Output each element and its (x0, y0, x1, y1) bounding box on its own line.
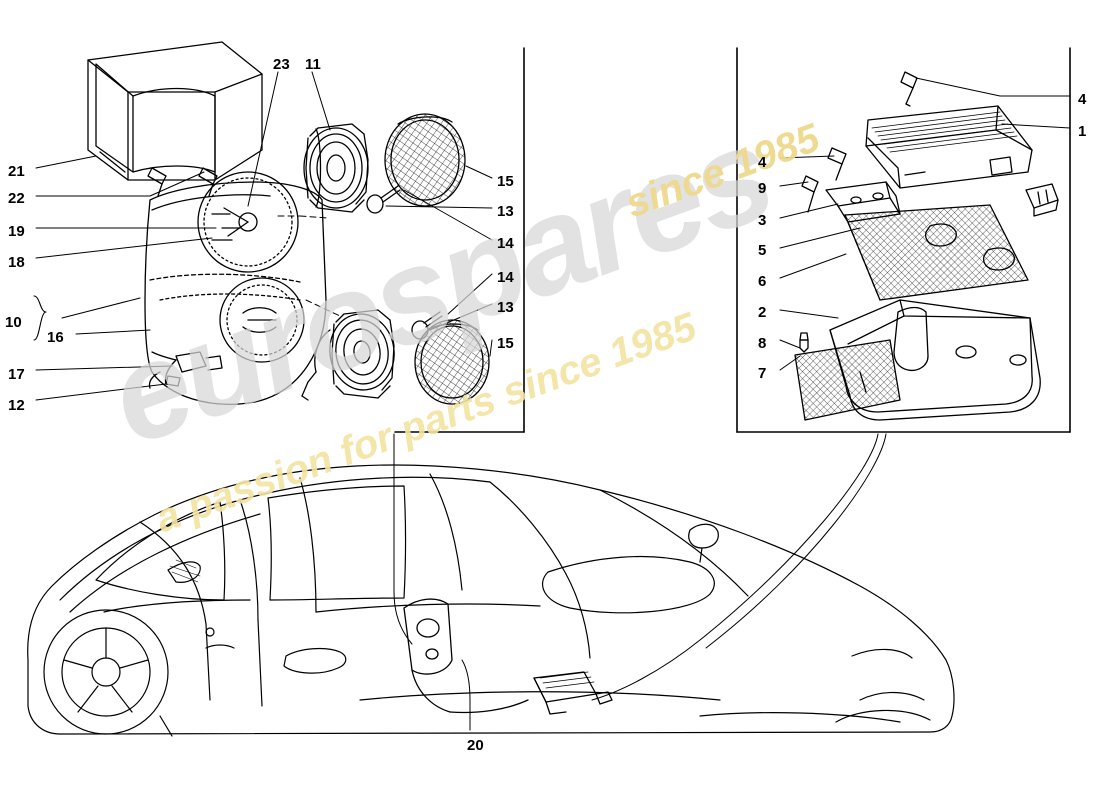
leader-lines-vehicle (393, 433, 887, 731)
callout-19: 19 (8, 223, 25, 240)
installed-speaker-lower (403, 598, 529, 714)
callout-8: 8 (758, 335, 767, 352)
callout-14-upper: 14 (497, 235, 514, 252)
installed-amplifier-lower (533, 671, 613, 715)
part-7-fastener (799, 332, 809, 353)
panel-dividers (394, 47, 1071, 433)
part-13-14-screws-upper (366, 185, 401, 214)
part-13-14-screws-lower (411, 311, 443, 340)
part-11-speaker-upper (303, 123, 369, 213)
callout-10: 10 (5, 314, 22, 331)
callout-5: 5 (758, 242, 767, 259)
speaker-lower (301, 309, 395, 401)
callout-11: 11 (305, 56, 321, 73)
vehicle-side-view (27, 464, 955, 737)
callout-4-left: 4 (758, 154, 767, 171)
dashboard-trim-assembly (144, 171, 327, 405)
callout-22: 22 (8, 190, 25, 207)
callout-1: 1 (1078, 123, 1087, 140)
callout-15-upper: 15 (497, 173, 514, 190)
callout-12: 12 (8, 397, 25, 414)
callout-4-top: 4 (1078, 91, 1087, 108)
callout-13-lower: 13 (497, 299, 514, 316)
callout-7: 7 (758, 365, 767, 382)
leader-lines-right (779, 77, 1071, 371)
callout-2: 2 (758, 304, 767, 321)
part-1-amplifier (865, 105, 1033, 189)
callout-14-lower: 14 (497, 269, 514, 286)
callout-15-lower: 15 (497, 335, 514, 352)
part-21-storage-tray (87, 41, 263, 181)
callout-17: 17 (8, 366, 25, 383)
part-4-screws (827, 71, 918, 181)
part-5-6-cover (844, 204, 1029, 301)
part-17-12-connector (148, 351, 223, 389)
callout-20: 20 (467, 737, 484, 754)
callout-9: 9 (758, 180, 767, 197)
callout-23: 23 (273, 56, 290, 73)
callout-13-upper: 13 (497, 203, 514, 220)
amplifier-connector (1025, 183, 1059, 217)
callout-18: 18 (8, 254, 25, 271)
callout-3: 3 (758, 212, 767, 229)
leader-lines (33, 71, 493, 401)
callout-16: 16 (47, 329, 64, 346)
callout-6: 6 (758, 273, 767, 290)
callout-21: 21 (8, 163, 25, 180)
